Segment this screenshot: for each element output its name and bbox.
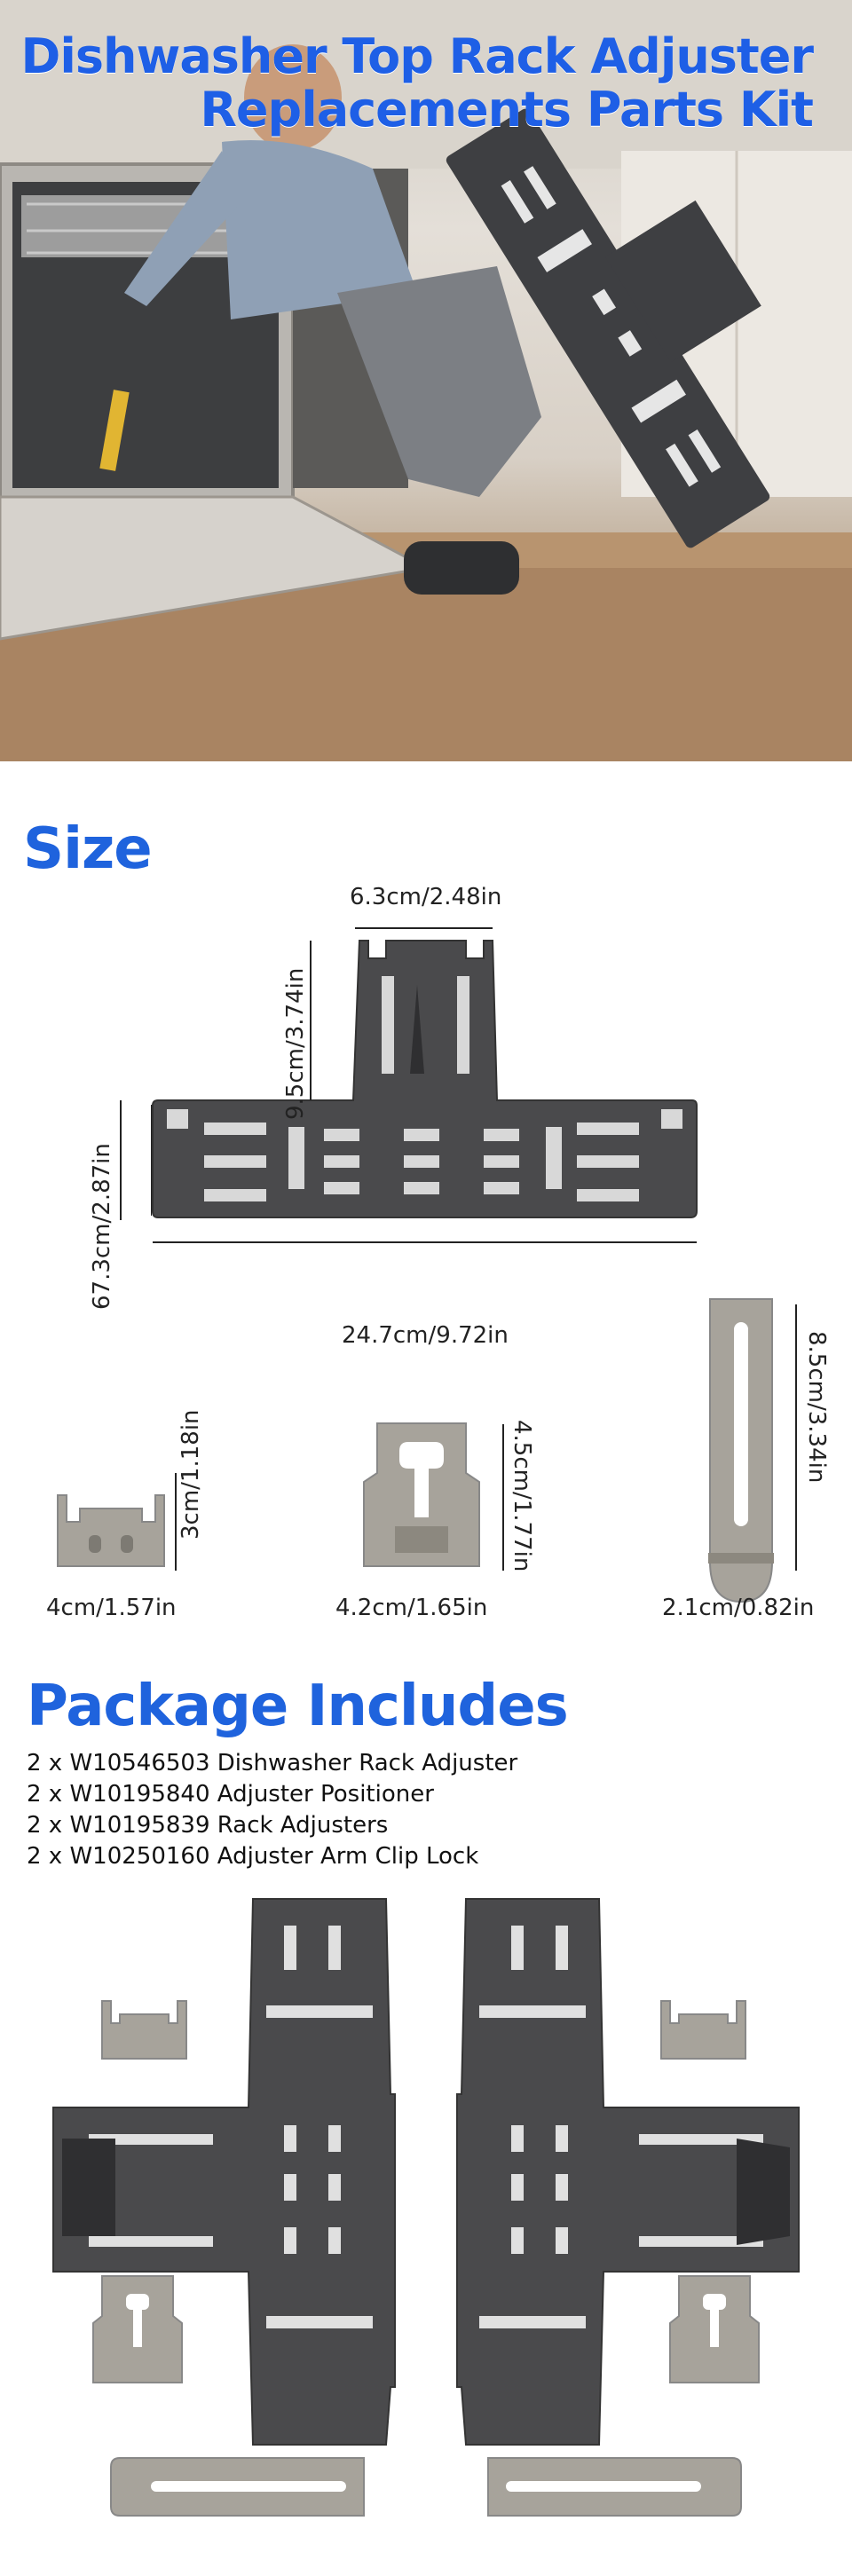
dim-arm-width: 2.1cm/0.82in (662, 1595, 815, 1621)
package-clip-left (101, 2000, 187, 2060)
rack-adjuster-diagram (151, 927, 698, 1243)
dim-clip-height: 3cm/1.18in (178, 1409, 204, 1540)
dim-positioner-height-line (502, 1424, 504, 1571)
hero-title-line1: Dishwasher Top Rack Adjuster (20, 28, 814, 84)
hero-scene (0, 0, 852, 761)
dim-top-height-line (310, 941, 312, 1100)
hero-title: Dishwasher Top Rack Adjuster Replacement… (20, 28, 814, 138)
positioner-part (363, 1422, 480, 1567)
package-arm-left (110, 2457, 365, 2517)
package-positioner-right (669, 2275, 760, 2383)
package-item: 2 x W10250160 Adjuster Arm Clip Lock (27, 1843, 479, 1870)
hero-rack-adjuster (446, 108, 770, 548)
rack-slots (167, 976, 682, 1201)
package-arm-right (487, 2457, 742, 2517)
dim-top-height: 9.5cm/3.74in (282, 967, 309, 1120)
dim-side-height-line (120, 1100, 122, 1220)
size-title: Size (23, 816, 153, 882)
package-item: 2 x W10195840 Adjuster Positioner (27, 1781, 434, 1808)
dim-positioner-width: 4.2cm/1.65in (335, 1595, 488, 1621)
clip-lock-part (57, 1494, 165, 1567)
hero-banner: Dishwasher Top Rack Adjuster Replacement… (0, 0, 852, 761)
package-item: 2 x W10546503 Dishwasher Rack Adjuster (27, 1750, 518, 1776)
package-rack-adjuster-right (456, 1898, 800, 2446)
package-positioner-left (92, 2275, 183, 2383)
package-clip-right (660, 2000, 746, 2060)
dim-arm-height: 8.5cm/3.34in (803, 1331, 830, 1484)
package-item: 2 x W10195839 Rack Adjusters (27, 1812, 389, 1839)
dim-clip-height-line (175, 1473, 177, 1571)
hero-title-line2: Replacements Parts Kit (200, 82, 814, 138)
dim-total-width: 24.7cm/9.72in (342, 1322, 509, 1349)
adjuster-arm-part (708, 1298, 774, 1603)
package-contents-image (52, 1898, 800, 2517)
dim-side-height: 67.3cm/2.87in (89, 1143, 115, 1310)
package-title: Package Includes (27, 1674, 569, 1739)
package-rack-adjuster-left (52, 1898, 396, 2446)
dim-top-width: 6.3cm/2.48in (350, 884, 502, 910)
dim-arm-height-line (795, 1304, 797, 1571)
package-list: 2 x W10546503 Dishwasher Rack Adjuster 2… (27, 1748, 517, 1872)
dim-clip-width: 4cm/1.57in (46, 1595, 177, 1621)
dim-positioner-height: 4.5cm/1.77in (509, 1420, 535, 1572)
